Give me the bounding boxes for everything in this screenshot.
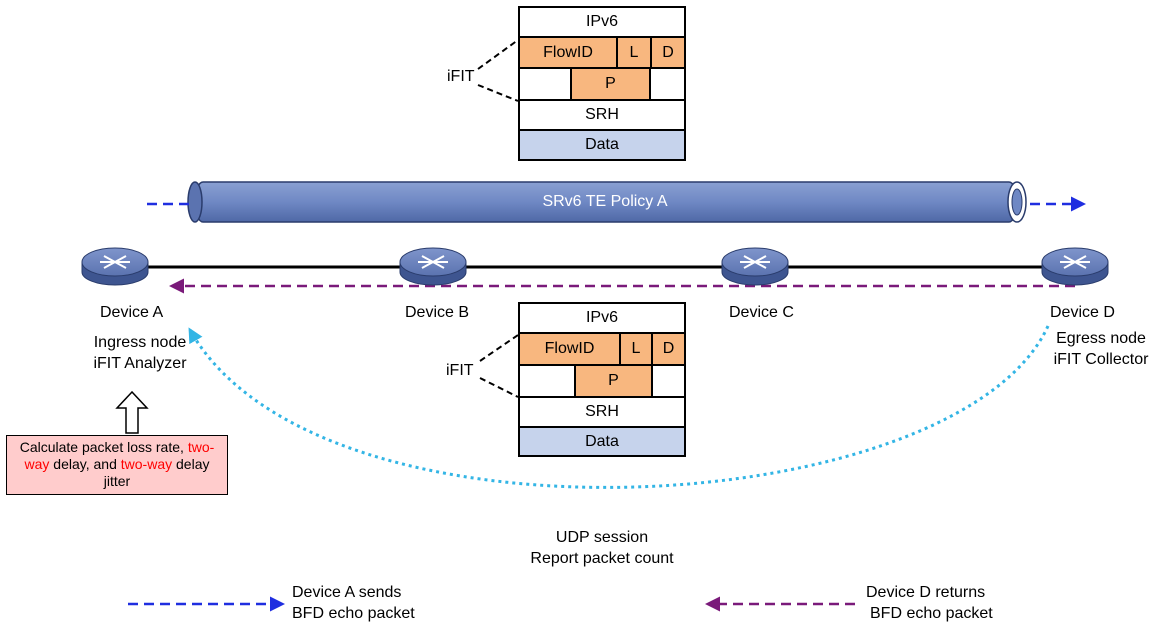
policy-label: SRv6 TE Policy A: [542, 193, 668, 210]
device-c-label: Device C: [729, 304, 794, 321]
calc-text-part-3: delay, and: [49, 456, 121, 472]
data-field: Data: [519, 130, 685, 160]
router-icon-device-b: [399, 247, 467, 286]
device-d-role-line-2: iFIT Collector: [1053, 351, 1149, 368]
calc-text-part-5: delay jitter: [103, 456, 210, 489]
ipv6-field: IPv6: [519, 7, 685, 37]
device-b-label: Device B: [405, 304, 470, 321]
calculation-box: Calculate packet loss rate, two-way dela…: [6, 435, 228, 495]
p-field: P: [571, 68, 650, 100]
ifit-brace-top: [477, 39, 519, 102]
calc-text-two-way-1: two-way: [24, 439, 215, 472]
srh-field: SRH: [519, 100, 685, 130]
router-icon-device-d: [1041, 247, 1109, 286]
l-field: L: [620, 333, 652, 365]
ifit-brace-bottom: [479, 334, 519, 398]
device-a-role-line-2: iFIT Analyzer: [93, 355, 187, 372]
ifit-label-bottom: iFIT: [446, 362, 474, 379]
d-field: D: [651, 37, 685, 68]
device-a-role-line-1: Ingress node: [93, 334, 187, 351]
device-d-role-line-1: Egress node: [1056, 330, 1146, 347]
device-d-label: Device D: [1050, 304, 1115, 321]
calc-text-two-way-2: two-way: [120, 456, 173, 472]
legend-send-line-2: BFD echo packet: [292, 605, 415, 622]
srv6-te-policy-tube: [187, 181, 1027, 223]
d-field: D: [652, 333, 685, 365]
legend-return-line-1: Device D returns: [866, 584, 986, 601]
device-a-label: Device A: [100, 304, 164, 321]
legend-send-line-1: Device A sends: [292, 584, 402, 601]
empty-field-right: [650, 68, 685, 100]
calc-text-part-1: Calculate packet loss rate,: [19, 439, 188, 455]
empty-field-left: [519, 365, 575, 397]
p-field: P: [575, 365, 652, 397]
udp-report-arrow: [188, 325, 1050, 489]
data-field: Data: [519, 427, 685, 456]
ifit-label-top: iFIT: [447, 68, 475, 85]
router-icon-device-c: [721, 247, 789, 286]
flowid-field: FlowID: [519, 333, 620, 365]
srh-field: SRH: [519, 397, 685, 427]
router-icon-device-a: [81, 247, 149, 286]
udp-session-label: UDP session: [555, 529, 649, 546]
empty-field-right: [652, 365, 685, 397]
flowid-field: FlowID: [519, 37, 617, 68]
l-field: L: [617, 37, 651, 68]
empty-field-left: [519, 68, 571, 100]
report-packet-count-label: Report packet count: [530, 550, 674, 567]
ipv6-field: IPv6: [519, 303, 685, 333]
up-arrow-icon: [115, 390, 149, 434]
legend-return-line-2: BFD echo packet: [870, 605, 993, 622]
